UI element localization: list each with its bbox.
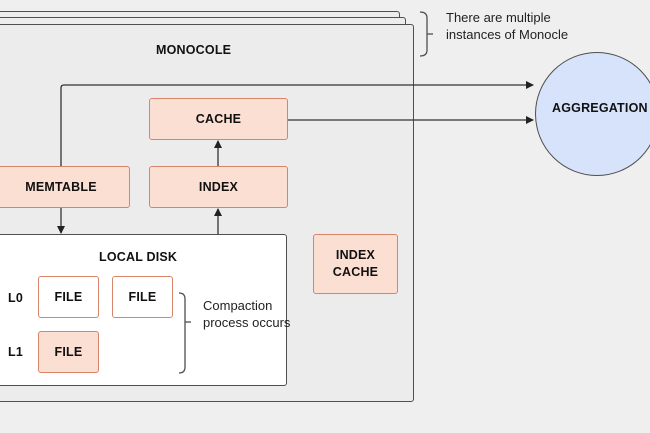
- local-disk-title: LOCAL DISK: [99, 250, 178, 264]
- aggregation-node: [535, 52, 650, 176]
- index-box: INDEX: [149, 166, 288, 208]
- file-l1-1: FILE: [38, 331, 99, 373]
- index-cache-box: INDEX CACHE: [313, 234, 398, 294]
- cache-box: CACHE: [149, 98, 288, 140]
- level-l0-label: L0: [8, 291, 23, 305]
- instances-note: There are multiple instances of Monocle: [446, 10, 569, 42]
- memtable-box: MEMTABLE: [0, 166, 130, 208]
- memtable-to-aggregation-arrow: [60, 81, 534, 166]
- aggregation-label: AGGREGATION: [552, 101, 648, 115]
- compaction-note: Compaction process occurs: [203, 298, 291, 330]
- monocole-title: MONOCOLE: [156, 43, 232, 57]
- file-l0-2: FILE: [112, 276, 173, 318]
- level-l1-label: L1: [8, 345, 23, 359]
- file-l0-1: FILE: [38, 276, 99, 318]
